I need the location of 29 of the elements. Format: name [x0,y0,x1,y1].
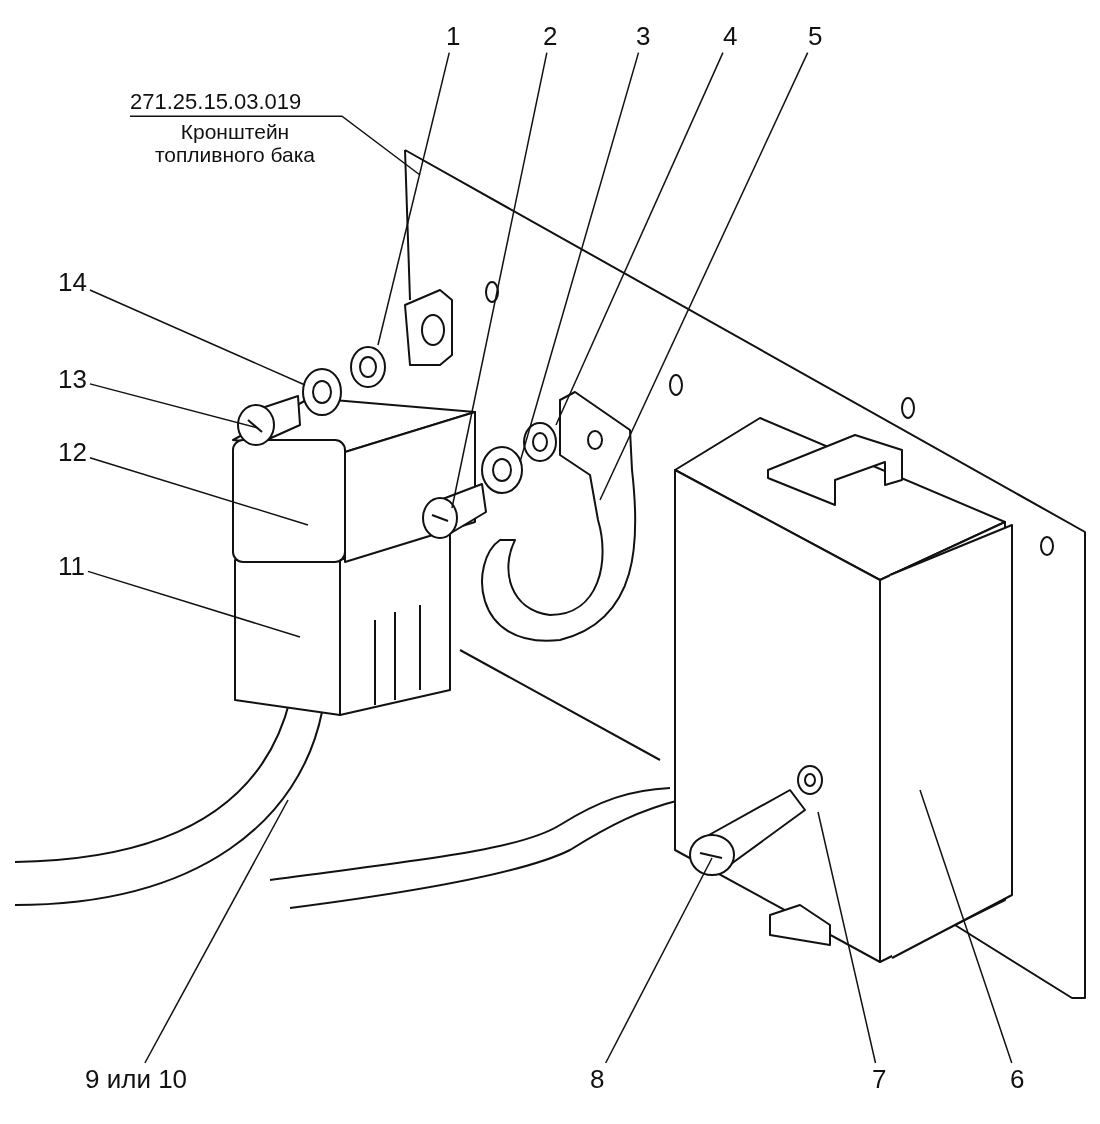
callout-number: 4 [723,22,738,51]
leader-line [519,51,640,463]
leader-line [89,456,309,526]
part-number: 271.25.15.03.019 [130,90,303,115]
callout-number: 5 [808,22,823,51]
callout-number: 7 [872,1065,887,1094]
leader-line [144,799,289,1064]
leader-line [87,570,301,638]
leader-line [919,789,1013,1064]
leader-line [129,115,421,176]
callout-number: 13 [58,365,87,394]
leader-line [89,289,306,386]
callout-number: 1 [446,22,461,51]
callout-number: 11 [58,552,85,581]
callout-number: 3 [636,22,651,51]
callout-number: 6 [1010,1065,1025,1094]
callout-number: 8 [590,1065,605,1094]
leader-line [89,383,259,429]
leader-line [451,51,548,509]
leader-line [599,51,809,501]
leader-line [604,857,713,1064]
leader-line [377,51,450,346]
callout-number: 2 [543,22,558,51]
callout-number: 9 или 10 [85,1065,188,1094]
callout-number: 14 [58,268,87,297]
leader-line [817,811,877,1064]
callout-number: 12 [58,438,87,467]
leader-line [555,51,724,426]
part-name: Кронштейн топливного бака [153,120,317,167]
